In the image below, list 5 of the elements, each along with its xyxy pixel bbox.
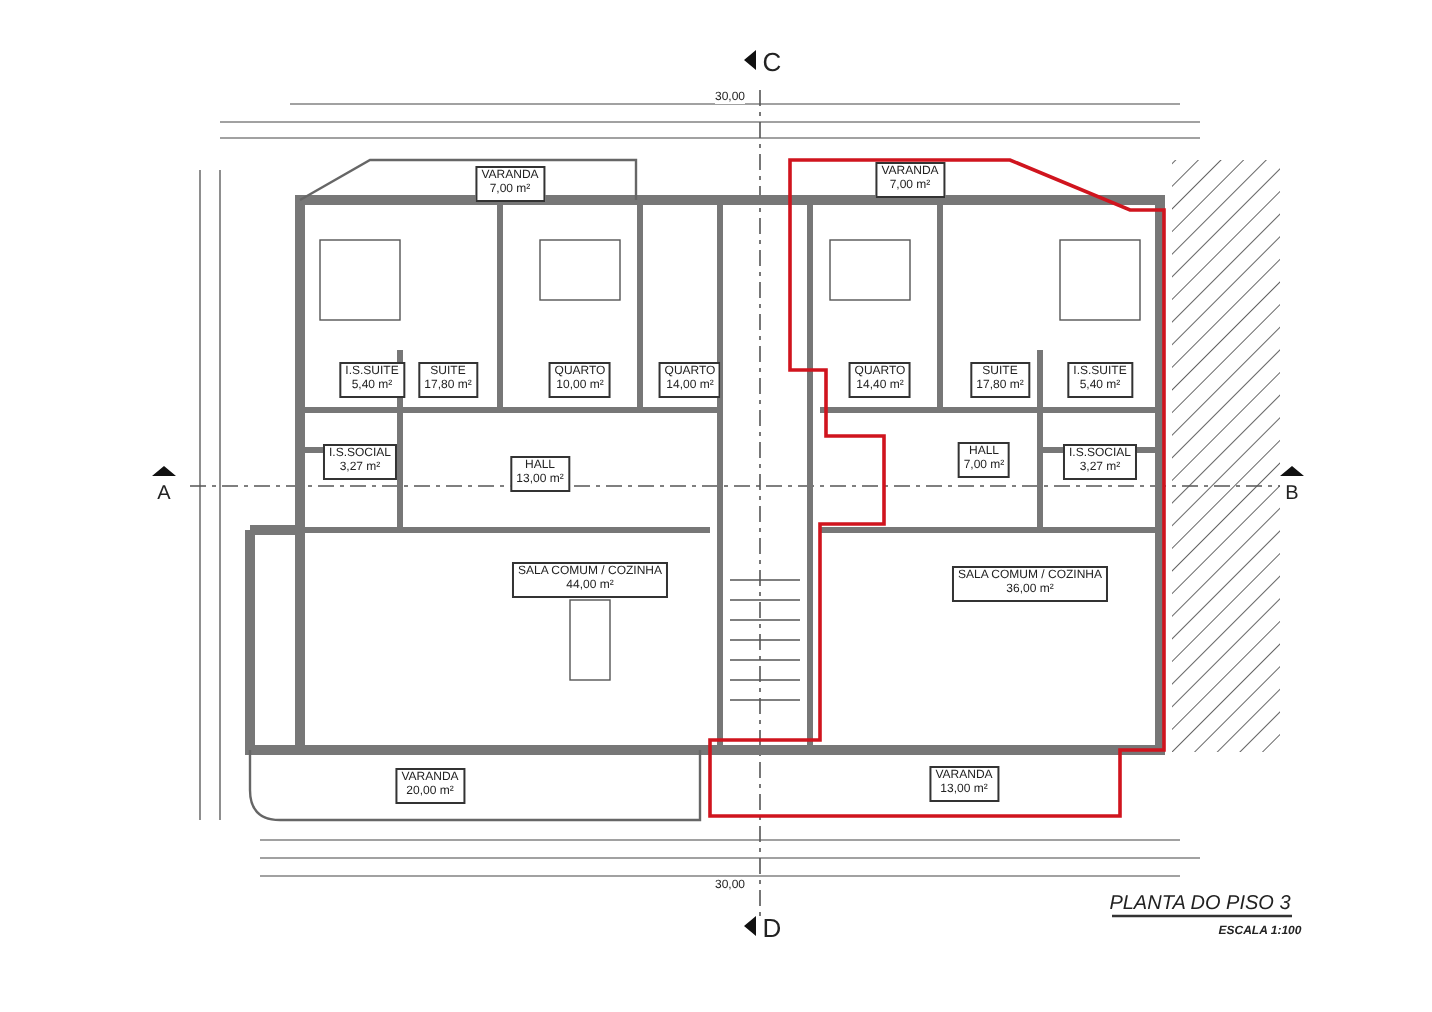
section-marker: C [762, 47, 782, 77]
section-marker: A [157, 483, 171, 505]
plan-title: PLANTA DO PISO 3 [1109, 893, 1291, 915]
section-marker: B [1285, 483, 1299, 505]
section-marker: D [762, 913, 782, 943]
